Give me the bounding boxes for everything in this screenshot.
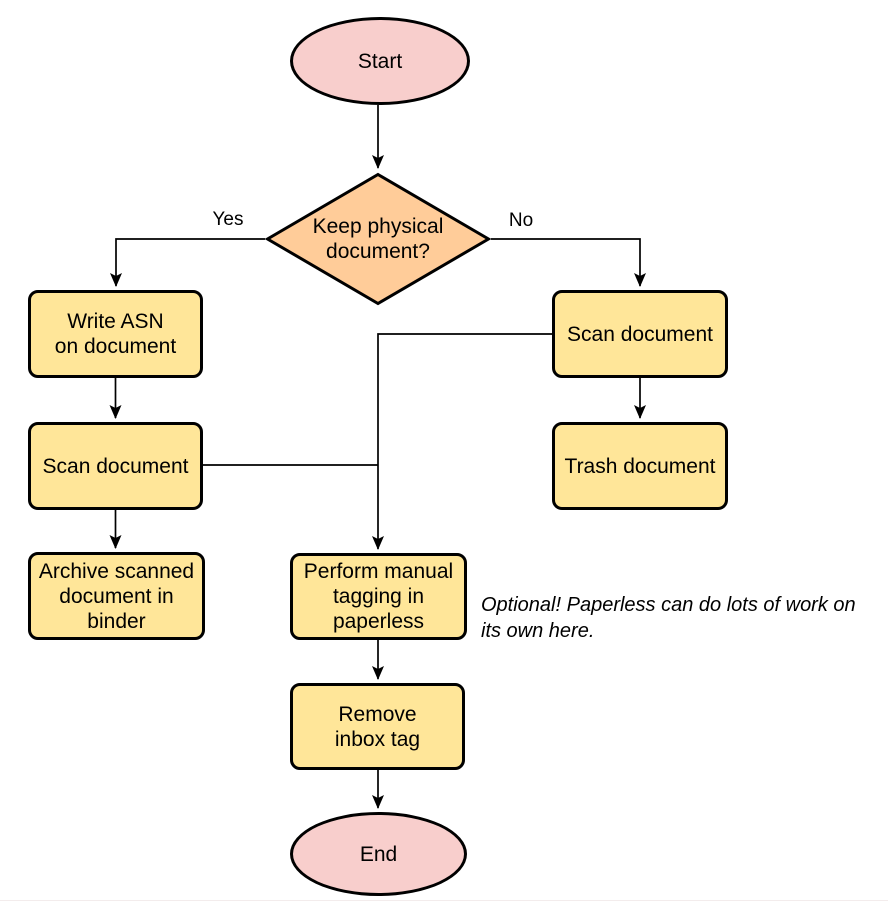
node-archive-binder: Archive scanned document in binder — [28, 552, 205, 640]
node-write-asn-label: Write ASN on document — [54, 310, 177, 358]
node-scan-document-left: Scan document — [28, 422, 203, 510]
node-remove-inbox-tag-label: Remove inbox tag — [334, 702, 421, 751]
node-scan-document-right-label: Scan document — [567, 322, 713, 346]
node-manual-tagging: Perform manual tagging in paperless — [290, 553, 467, 640]
edge-scan-right-to-tagging — [372, 333, 552, 550]
node-start: Start — [290, 17, 470, 105]
bottom-divider — [0, 900, 888, 901]
edge-decision-no-to-scan-right — [491, 238, 646, 287]
node-manual-tagging-label: Perform manual tagging in paperless — [303, 560, 454, 633]
edge-label-no: No — [508, 210, 534, 231]
node-trash-document: Trash document — [552, 422, 728, 510]
node-archive-binder-label: Archive scanned document in binder — [38, 559, 195, 633]
node-decision-keep-physical: Keep physical document? — [265, 172, 491, 306]
diamond-shape — [265, 172, 491, 306]
node-remove-inbox-tag: Remove inbox tag — [290, 683, 465, 770]
node-end: End — [290, 812, 467, 896]
node-scan-document-left-label: Scan document — [42, 454, 189, 478]
node-start-label: Start — [357, 49, 403, 73]
node-trash-document-label: Trash document — [564, 454, 716, 478]
node-end-label: End — [359, 842, 398, 866]
annotation-optional-note: Optional! Paperless can do lots of work … — [481, 594, 856, 642]
node-decision-label: Keep physical document? — [312, 215, 444, 263]
edge-decision-yes-to-write-asn — [110, 238, 265, 287]
node-scan-document-right: Scan document — [552, 290, 728, 378]
edge-label-yes: Yes — [212, 209, 244, 230]
node-write-asn: Write ASN on document — [28, 290, 203, 378]
